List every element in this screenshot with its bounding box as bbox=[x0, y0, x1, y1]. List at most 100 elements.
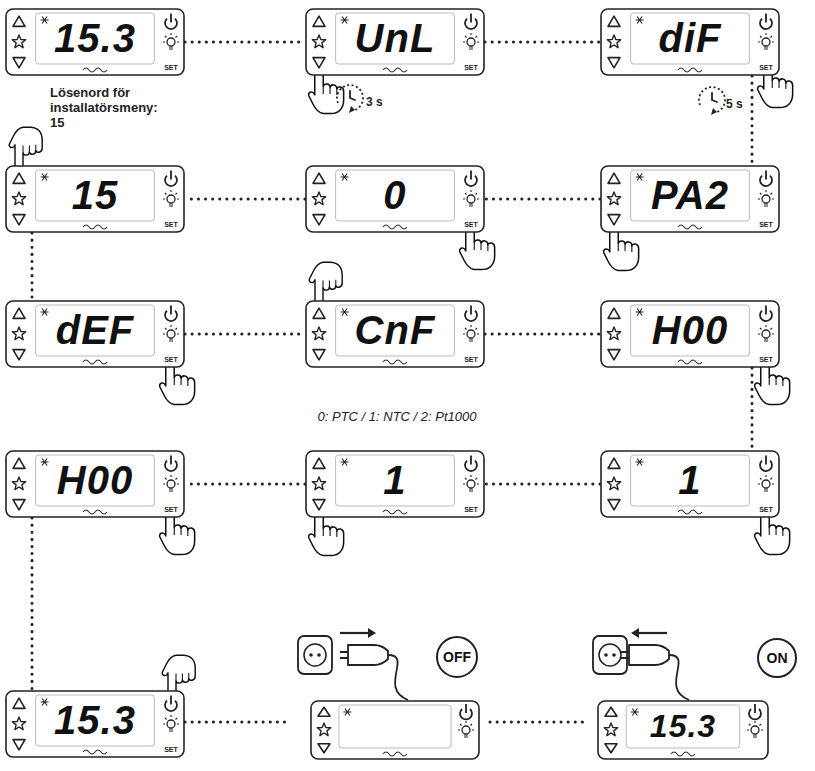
dotted-connector bbox=[185, 333, 305, 336]
dotted-connector bbox=[185, 198, 305, 201]
hold-time: 3 s bbox=[366, 95, 383, 109]
display-readout: CnF bbox=[355, 308, 436, 353]
set-button-label: SET bbox=[464, 356, 478, 363]
controller-display: diF SET bbox=[600, 8, 780, 76]
set-button-label: SET bbox=[464, 506, 478, 513]
press-hand bbox=[9, 127, 42, 171]
password-note: Lösenord för installatörsmeny: 15 bbox=[50, 86, 162, 131]
probe-type-note: 0: PTC / 1: NTC / 2: Pt1000 bbox=[292, 410, 502, 425]
display-window: diF bbox=[631, 13, 750, 64]
button-legend: SET bbox=[754, 221, 778, 228]
power-step: OFF bbox=[290, 628, 490, 766]
dotted-connector bbox=[485, 483, 600, 486]
display-readout: 1 bbox=[383, 458, 406, 503]
button-legend: SET bbox=[754, 64, 778, 71]
controller-display: 1SET bbox=[305, 450, 485, 518]
hold-time: 5 s bbox=[726, 97, 743, 111]
power-step: ON 15.3 bbox=[585, 628, 810, 766]
display-readout: 0 bbox=[383, 173, 406, 218]
controller-display: H00SET bbox=[600, 300, 780, 368]
set-button-label: SET bbox=[759, 221, 773, 228]
display-window: H00 bbox=[36, 455, 155, 506]
controller-display: CnF SET bbox=[305, 300, 485, 368]
display-window: 1 bbox=[631, 455, 750, 506]
dotted-connector bbox=[185, 41, 305, 44]
display-readout: PA2 bbox=[651, 173, 729, 218]
display-readout: UnL bbox=[355, 16, 436, 61]
dotted-connector bbox=[31, 518, 34, 690]
controller-display: dEF SET bbox=[5, 300, 185, 368]
state-circle: OFF bbox=[436, 636, 478, 678]
display-window: 15.3 bbox=[626, 705, 740, 748]
button-legend: SET bbox=[459, 356, 483, 363]
button-legend: SET bbox=[159, 64, 183, 71]
controller-display: 0SET bbox=[305, 165, 485, 233]
timer-icon bbox=[699, 87, 725, 115]
controller-unit bbox=[310, 700, 480, 760]
display-window: UnL bbox=[336, 13, 455, 64]
display-readout: H00 bbox=[57, 458, 133, 503]
state-circle: ON bbox=[757, 638, 797, 678]
display-window: 15.3 bbox=[36, 695, 155, 746]
set-button-label: SET bbox=[164, 64, 178, 71]
set-button-label: SET bbox=[464, 221, 478, 228]
controller-display: 1SET bbox=[600, 450, 780, 518]
button-legend: SET bbox=[459, 64, 483, 71]
set-button-label: SET bbox=[164, 746, 178, 753]
display-readout: 15.3 bbox=[54, 698, 136, 743]
display-readout: dEF bbox=[56, 308, 135, 353]
button-legend: SET bbox=[459, 221, 483, 228]
controller-display: UnL SET bbox=[305, 8, 485, 76]
dotted-connector bbox=[485, 41, 600, 44]
display-readout: 15 bbox=[72, 173, 119, 218]
controller-display: 15SET bbox=[5, 165, 185, 233]
hold-time: 3 s bbox=[366, 96, 400, 110]
dotted-connector bbox=[185, 483, 305, 486]
set-button-label: SET bbox=[759, 356, 773, 363]
dotted-connector bbox=[31, 233, 34, 300]
display-window: 0 bbox=[336, 170, 455, 221]
display-readout: H00 bbox=[652, 308, 728, 353]
display-readout: 15.3 bbox=[650, 708, 716, 745]
display-window: PA2 bbox=[631, 170, 750, 221]
button-legend: SET bbox=[159, 356, 183, 363]
set-button-label: SET bbox=[464, 64, 478, 71]
display-readout: 15.3 bbox=[54, 16, 136, 61]
controller-display: 15.3SET bbox=[5, 8, 185, 76]
state-text: OFF bbox=[443, 649, 471, 665]
button-legend: SET bbox=[754, 356, 778, 363]
display-readout: diF bbox=[659, 16, 722, 61]
dotted-connector bbox=[485, 333, 600, 336]
display-window: 1 bbox=[336, 455, 455, 506]
button-legend: SET bbox=[159, 221, 183, 228]
dotted-connector bbox=[485, 198, 600, 201]
set-button-label: SET bbox=[759, 506, 773, 513]
dotted-connector bbox=[751, 368, 754, 450]
state-text: ON bbox=[767, 650, 788, 666]
display-window: 15 bbox=[36, 170, 155, 221]
dotted-connector bbox=[185, 721, 290, 724]
controller-display: 15.3 bbox=[597, 700, 769, 760]
set-button-label: SET bbox=[164, 356, 178, 363]
hold-time: 5 s bbox=[726, 98, 750, 112]
display-window: H00 bbox=[631, 305, 750, 356]
button-legend: SET bbox=[754, 506, 778, 513]
timer-icon bbox=[337, 85, 363, 113]
dotted-connector bbox=[751, 76, 754, 165]
probe-type-note: 0: PTC / 1: NTC / 2: Pt1000 bbox=[318, 409, 477, 424]
controller-display: 15.3SET bbox=[5, 690, 185, 758]
set-button-label: SET bbox=[164, 221, 178, 228]
controller-display: H00SET bbox=[5, 450, 185, 518]
button-legend: SET bbox=[159, 506, 183, 513]
display-window: dEF bbox=[36, 305, 155, 356]
password-note: Lösenord för installatörsmeny: 15 bbox=[50, 85, 158, 130]
set-button-label: SET bbox=[164, 506, 178, 513]
controller-display: PA2SET bbox=[600, 165, 780, 233]
display-readout: 1 bbox=[678, 458, 701, 503]
button-legend: SET bbox=[459, 506, 483, 513]
press-hand bbox=[309, 262, 342, 306]
set-button-label: SET bbox=[759, 64, 773, 71]
